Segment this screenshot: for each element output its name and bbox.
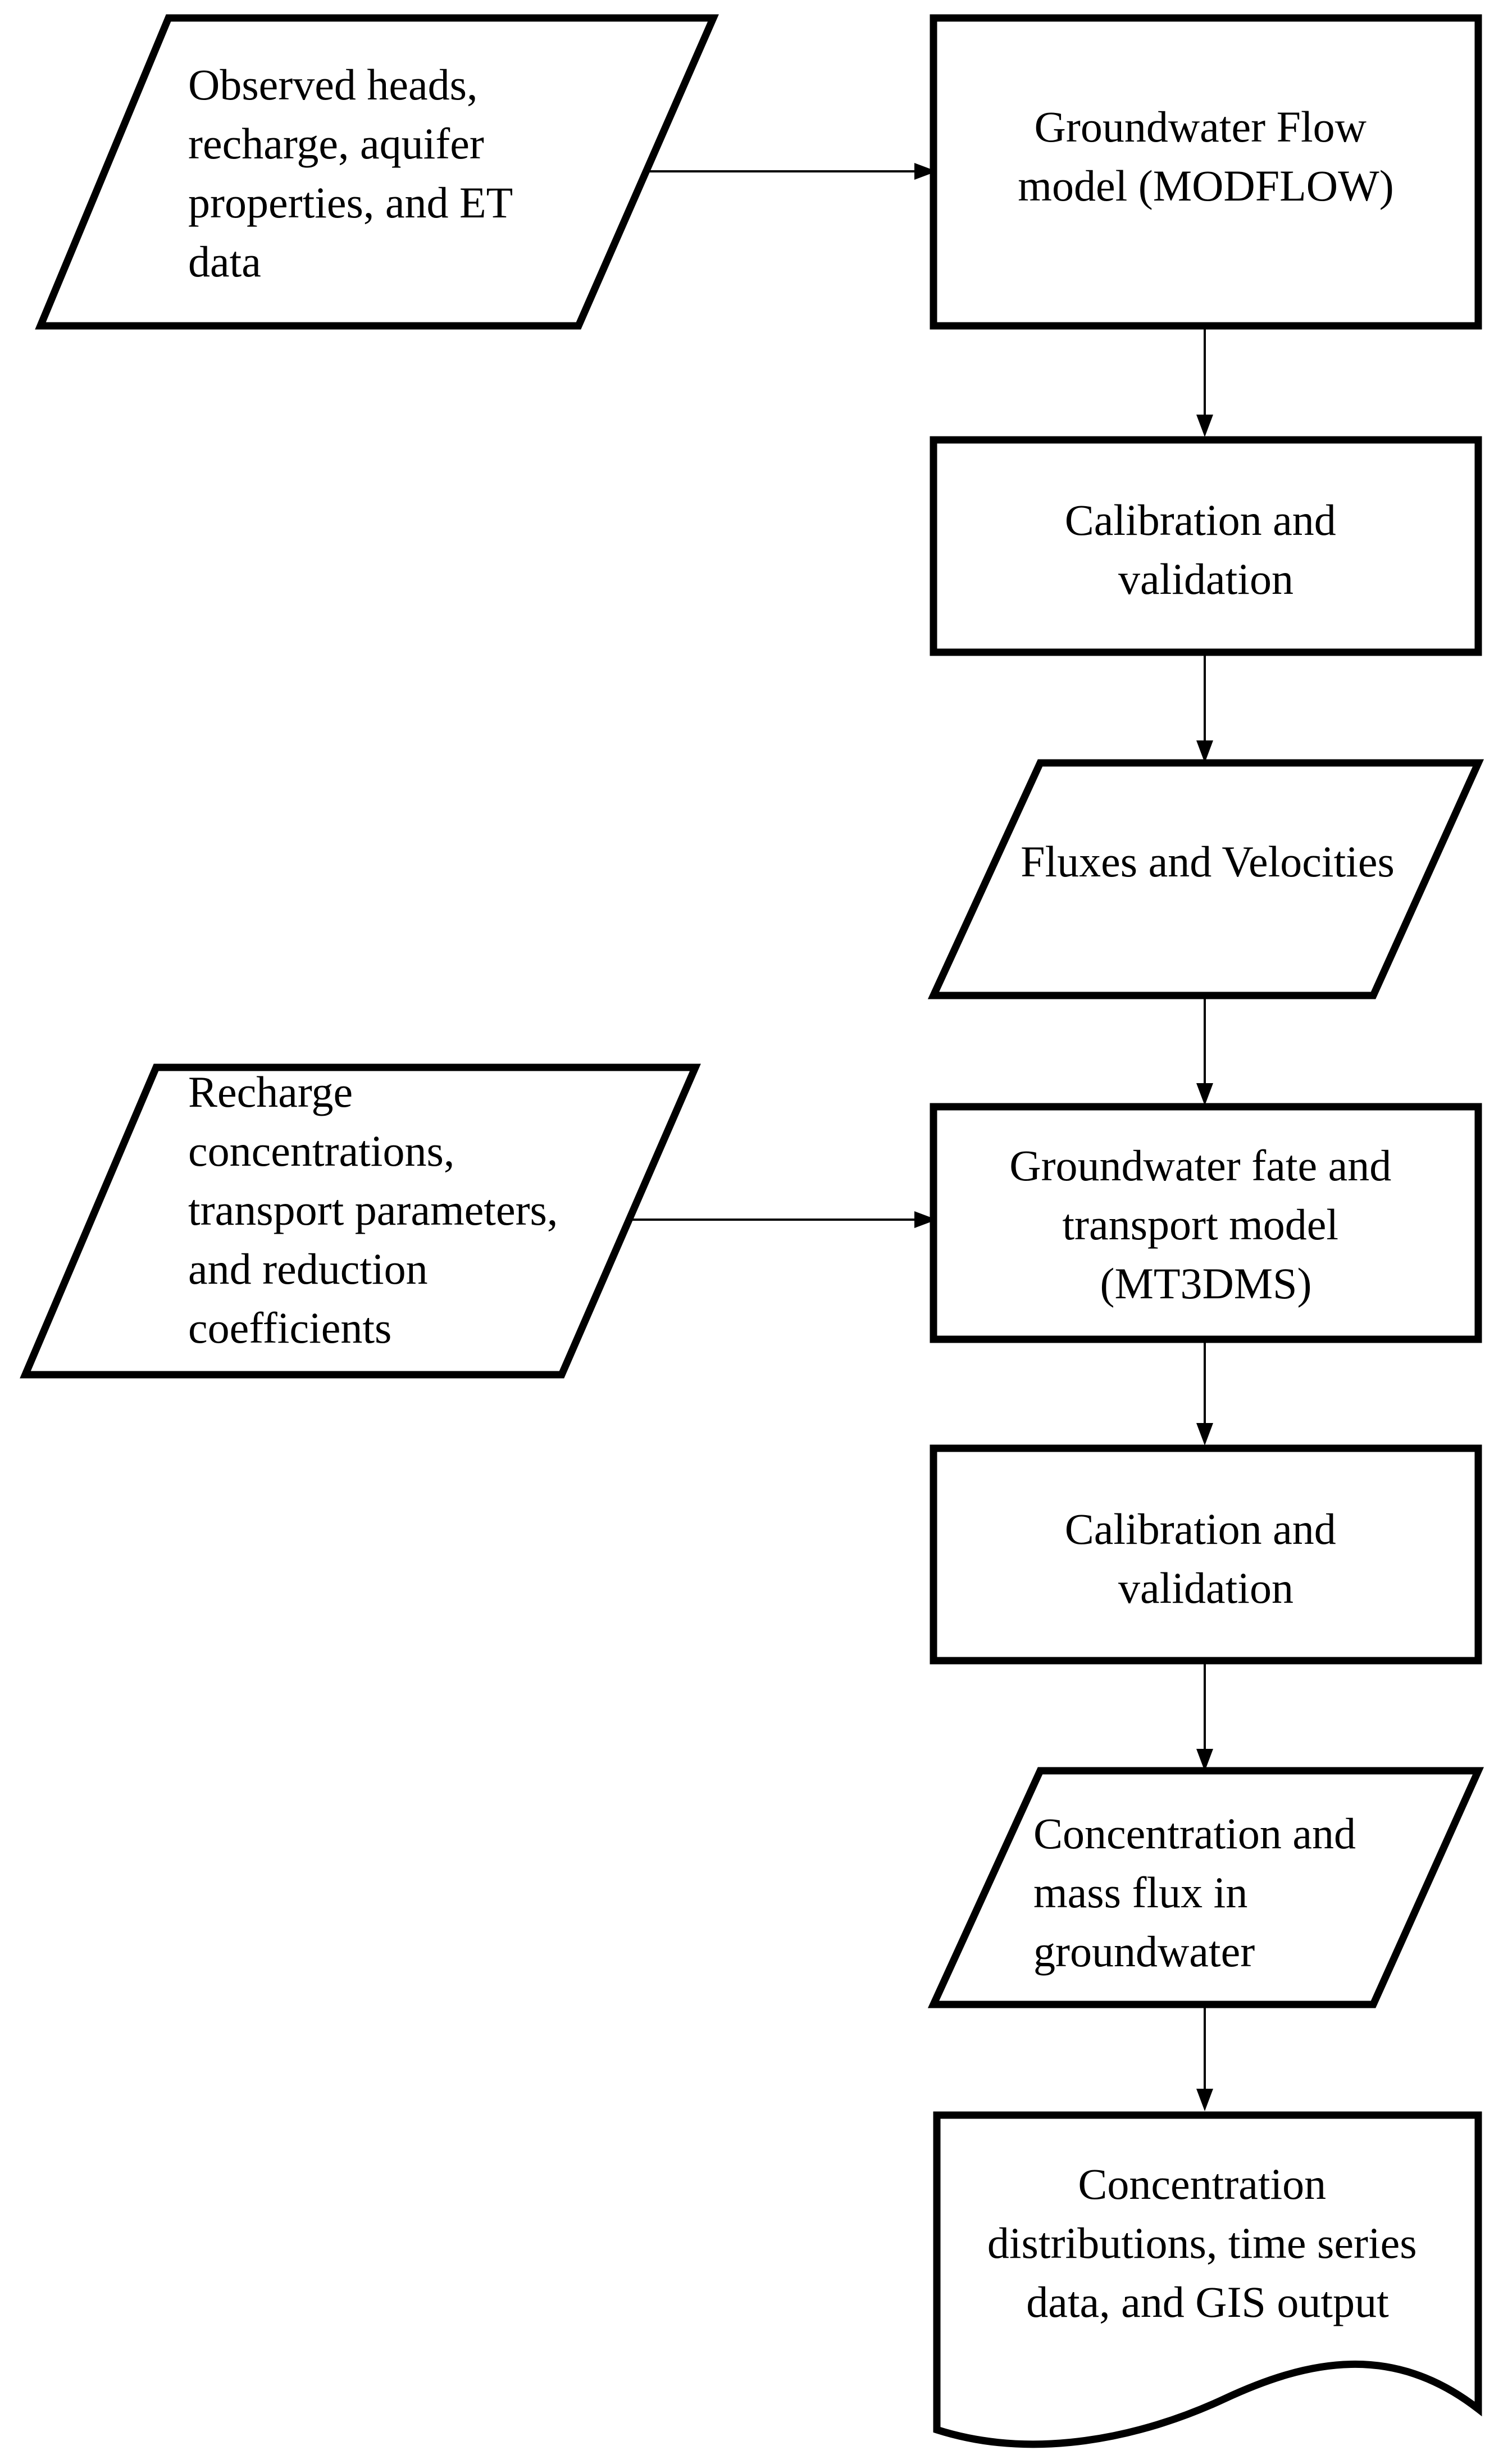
process-box-shape bbox=[930, 436, 1482, 656]
node-label: Observed heads, recharge, aquifer proper… bbox=[188, 60, 523, 286]
node-outputs: Concentration distributions, time series… bbox=[933, 2111, 1482, 2448]
process-box-shape bbox=[930, 1444, 1482, 1665]
node-label: Calibration and validation bbox=[1065, 1504, 1347, 1612]
label-line: Calibration and bbox=[1065, 495, 1336, 544]
parallelogram-shape bbox=[927, 759, 1484, 999]
label-line: Concentration bbox=[1078, 2160, 1326, 2208]
parallelogram-shape bbox=[20, 1063, 701, 1379]
parallelogram-shape bbox=[927, 1767, 1484, 2008]
label-line: Groundwater Flow bbox=[1035, 102, 1367, 151]
node-concentration: Concentration and mass flux in groundwat… bbox=[927, 1767, 1484, 2008]
node-input-transport: Recharge concentrations, transport param… bbox=[20, 1063, 701, 1379]
node-label: Recharge concentrations, transport param… bbox=[188, 1067, 569, 1352]
arrow-input-flow-to-flow-model bbox=[646, 163, 937, 180]
label-line: transport model bbox=[1062, 1200, 1338, 1249]
node-calibration-2: Calibration and validation bbox=[930, 1444, 1482, 1665]
label-line: Concentration and bbox=[1033, 1809, 1356, 1858]
label-line: coefficients bbox=[188, 1303, 391, 1352]
node-label: Concentration distributions, time series… bbox=[987, 2160, 1428, 2326]
node-transport-model: Groundwater fate and transport model (MT… bbox=[930, 1103, 1482, 1343]
label-line: validation bbox=[1118, 1563, 1293, 1612]
label-line: validation bbox=[1118, 554, 1293, 603]
arrow-calibration-1-to-fluxes bbox=[1196, 653, 1213, 763]
label-line: groundwater bbox=[1033, 1927, 1255, 1976]
node-input-flow: Observed heads, recharge, aquifer proper… bbox=[35, 14, 719, 330]
label-line: Observed heads, bbox=[188, 60, 478, 109]
node-label: Fluxes and Velocities bbox=[1021, 837, 1395, 886]
arrow-flow-model-to-calibration-1 bbox=[1196, 327, 1213, 437]
label-line: data, and GIS output bbox=[1026, 2277, 1389, 2326]
node-fluxes: Fluxes and Velocities bbox=[927, 759, 1484, 999]
label-line: model (MODFLOW) bbox=[1018, 161, 1393, 210]
arrow-fluxes-to-transport-model bbox=[1196, 997, 1213, 1106]
node-label: Concentration and mass flux in groundwat… bbox=[1033, 1809, 1367, 1976]
label-line: (MT3DMS) bbox=[1100, 1259, 1311, 1308]
label-line: Recharge bbox=[188, 1067, 353, 1116]
process-box-shape bbox=[930, 1103, 1482, 1343]
label-line: Groundwater fate and bbox=[1009, 1141, 1391, 1190]
label-line: mass flux in bbox=[1033, 1868, 1247, 1917]
label-line: and reduction bbox=[188, 1244, 428, 1293]
label-line: properties, and ET bbox=[188, 178, 513, 227]
arrow-concentration-to-outputs bbox=[1196, 2006, 1213, 2111]
label-line: Calibration and bbox=[1065, 1504, 1336, 1553]
document-shape bbox=[933, 2111, 1482, 2448]
label-line: distributions, time series bbox=[987, 2218, 1417, 2267]
arrow-input-transport-to-transport-model bbox=[593, 1211, 937, 1228]
node-label: Groundwater Flow model (MODFLOW) bbox=[1018, 102, 1393, 210]
node-flow-model: Groundwater Flow model (MODFLOW) bbox=[930, 14, 1482, 330]
node-label: Calibration and validation bbox=[1065, 495, 1347, 603]
process-box-shape bbox=[930, 14, 1482, 330]
label-line: Fluxes and Velocities bbox=[1021, 837, 1395, 886]
label-line: transport parameters, bbox=[188, 1185, 558, 1234]
arrow-transport-model-to-calibration-2 bbox=[1196, 1340, 1213, 1445]
node-label: Groundwater fate and transport model (MT… bbox=[1009, 1141, 1402, 1308]
label-line: concentrations, bbox=[188, 1126, 454, 1175]
label-line: data bbox=[188, 237, 261, 286]
parallelogram-shape bbox=[35, 14, 719, 330]
label-line: recharge, aquifer bbox=[188, 119, 484, 168]
arrow-calibration-2-to-concentration bbox=[1196, 1662, 1213, 1771]
connectors bbox=[593, 163, 1213, 2111]
node-calibration-1: Calibration and validation bbox=[930, 436, 1482, 656]
